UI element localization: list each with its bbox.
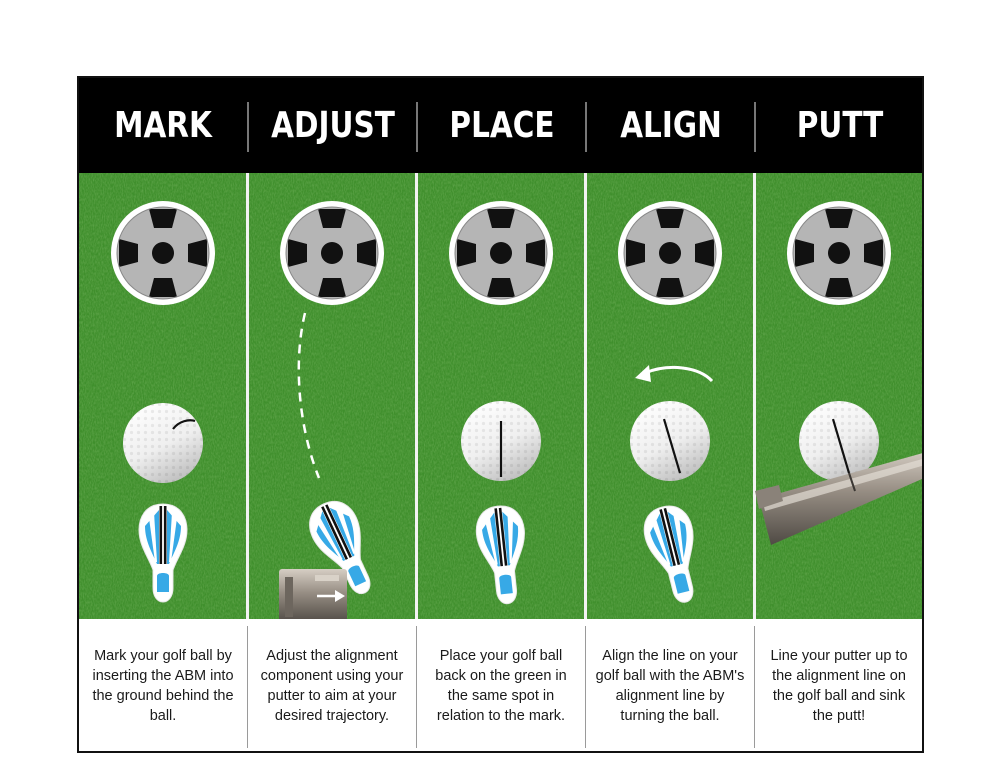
header-divider: [247, 102, 249, 152]
ball-marker-icon: [638, 500, 710, 609]
header-bar: [79, 78, 922, 173]
step-caption-putt: Line your putter up to the alignment lin…: [770, 648, 908, 724]
golf-cup-icon: [279, 200, 385, 306]
step-title-mark: MARK: [114, 105, 212, 146]
step-caption-adjust: Adjust the alignment component using you…: [260, 648, 404, 724]
putter-icon: [755, 453, 922, 545]
header-divider: [585, 102, 587, 152]
header-divider: [416, 102, 418, 152]
abm-steps-diagram: MARK ADJUST PLACE ALIGN PUTT: [77, 76, 924, 753]
golf-ball-icon: [630, 401, 710, 481]
trajectory-dashed-line: [297, 312, 321, 479]
grass-divider: [415, 173, 418, 619]
caption-divider: [416, 626, 417, 748]
step-title-adjust: ADJUST: [271, 105, 395, 146]
step-title-putt: PUTT: [796, 105, 884, 146]
putter-icon: [279, 569, 347, 619]
header-divider: [754, 102, 756, 152]
golf-cup-icon: [110, 200, 216, 306]
ball-marker-icon: [138, 503, 188, 603]
grass-divider: [584, 173, 587, 619]
golf-ball-icon: [123, 403, 203, 483]
grass-divider: [753, 173, 756, 619]
grass-divider: [246, 173, 249, 619]
step-title-align: ALIGN: [620, 105, 722, 146]
ball-marker-icon: [473, 503, 533, 607]
golf-ball-icon: [799, 401, 879, 481]
push-arrow-icon: [317, 590, 345, 602]
golf-cup-icon: [448, 200, 554, 306]
step-title-place: PLACE: [449, 105, 555, 146]
golf-cup-icon: [617, 200, 723, 306]
caption-divider: [247, 626, 248, 748]
golf-cup-icon: [786, 200, 892, 306]
illustration-layer: A: [110, 200, 922, 619]
rotate-arrow-icon: [635, 365, 714, 383]
step-caption-mark: Mark your golf ball by inserting the ABM…: [92, 648, 234, 724]
golf-ball-icon: [461, 401, 541, 481]
caption-divider: [585, 626, 586, 748]
caption-divider: [754, 626, 755, 748]
step-caption-align: Align the line on your golf ball with th…: [595, 648, 745, 724]
step-caption-place: Place your golf ball back on the green i…: [435, 648, 567, 724]
